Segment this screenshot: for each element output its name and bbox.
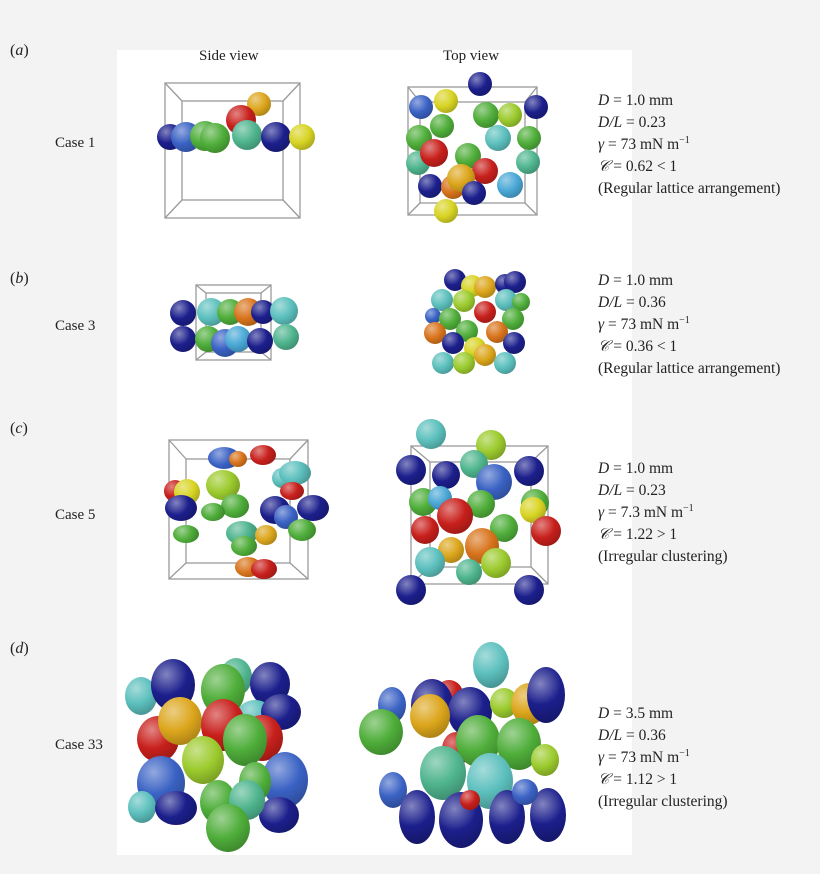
droplet [165,495,197,521]
panel-label-d: (d) [10,640,29,657]
droplet [514,456,544,486]
case-label-b: Case 3 [55,318,96,334]
droplet [396,575,426,605]
droplet [288,519,316,541]
droplet [221,494,249,518]
droplet [453,290,475,312]
droplet [280,482,304,500]
droplet [503,332,525,354]
droplet [259,797,299,833]
panel-label-c: (c) [10,420,28,437]
droplet [420,139,448,167]
droplet [173,525,199,543]
droplet [468,72,492,96]
top-view-header: Top view [443,48,500,64]
droplet [444,269,466,291]
droplet [270,297,298,325]
droplet [474,276,496,298]
droplet [437,498,473,534]
droplet [524,95,548,119]
params-b: D = 1.0 mm D/L = 0.36 γ = 73 mN m−1 𝒞 = … [598,272,781,377]
droplet [434,89,458,113]
droplet [472,158,498,184]
droplet [432,461,460,489]
droplet [462,181,486,205]
droplet [155,791,197,825]
droplet [409,95,433,119]
droplet [410,694,450,738]
droplet [498,103,522,127]
droplet [512,293,530,311]
droplet [495,289,517,311]
droplet [494,352,516,374]
droplet [273,324,299,350]
droplet [453,352,475,374]
droplet [231,536,257,556]
droplet [485,125,511,151]
droplet [251,559,277,579]
droplet [225,326,251,352]
droplet [425,308,441,324]
panel-label-b: (b) [10,270,29,287]
droplet [424,322,446,344]
droplet [223,714,267,766]
case-label-c: Case 5 [55,507,96,523]
droplet [200,123,230,153]
droplet [486,321,508,343]
droplet [473,642,509,688]
droplet [460,790,480,810]
case-label-d: Case 33 [55,737,103,753]
droplet [531,516,561,546]
droplet [416,419,446,449]
droplet [531,744,559,776]
droplet [420,746,466,800]
droplet [232,120,262,150]
droplet [481,548,511,578]
droplet [229,451,247,467]
droplet [279,461,311,485]
droplet [439,308,461,330]
params-c: D = 1.0 mm D/L = 0.23 γ = 7.3 mN m−1 𝒞 =… [598,460,728,565]
droplet [418,174,442,198]
droplet [442,332,464,354]
droplet [255,525,277,545]
droplet [359,709,403,755]
droplet [474,344,496,366]
droplet [182,736,224,784]
case-label-a: Case 1 [55,135,96,151]
droplet [201,503,225,521]
droplet [247,328,273,354]
droplet [206,804,250,852]
droplet [504,271,526,293]
droplet [514,575,544,605]
droplet [432,352,454,374]
droplet [170,300,196,326]
droplet [431,289,453,311]
panel-label-a: (a) [10,42,29,59]
droplet [128,791,156,823]
side-view-header: Side view [199,48,259,64]
droplet [297,495,329,521]
droplet [261,122,291,152]
droplet [512,779,538,805]
droplet [399,790,435,844]
droplet [289,124,315,150]
droplet [396,455,426,485]
droplet [497,172,523,198]
droplet [517,126,541,150]
droplet [473,102,499,128]
droplet [430,114,454,138]
droplet [250,445,276,465]
droplet [502,308,524,330]
droplet [474,301,496,323]
params-d: D = 3.5 mm D/L = 0.36 γ = 73 mN m−1 𝒞 = … [598,705,728,810]
droplet [434,199,458,223]
droplet [527,667,565,723]
droplet [415,547,445,577]
droplet [170,326,196,352]
droplet [456,559,482,585]
droplet [411,516,439,544]
params-a: D = 1.0 mm D/L = 0.23 γ = 73 mN m−1 𝒞 = … [598,92,781,197]
droplet [516,150,540,174]
